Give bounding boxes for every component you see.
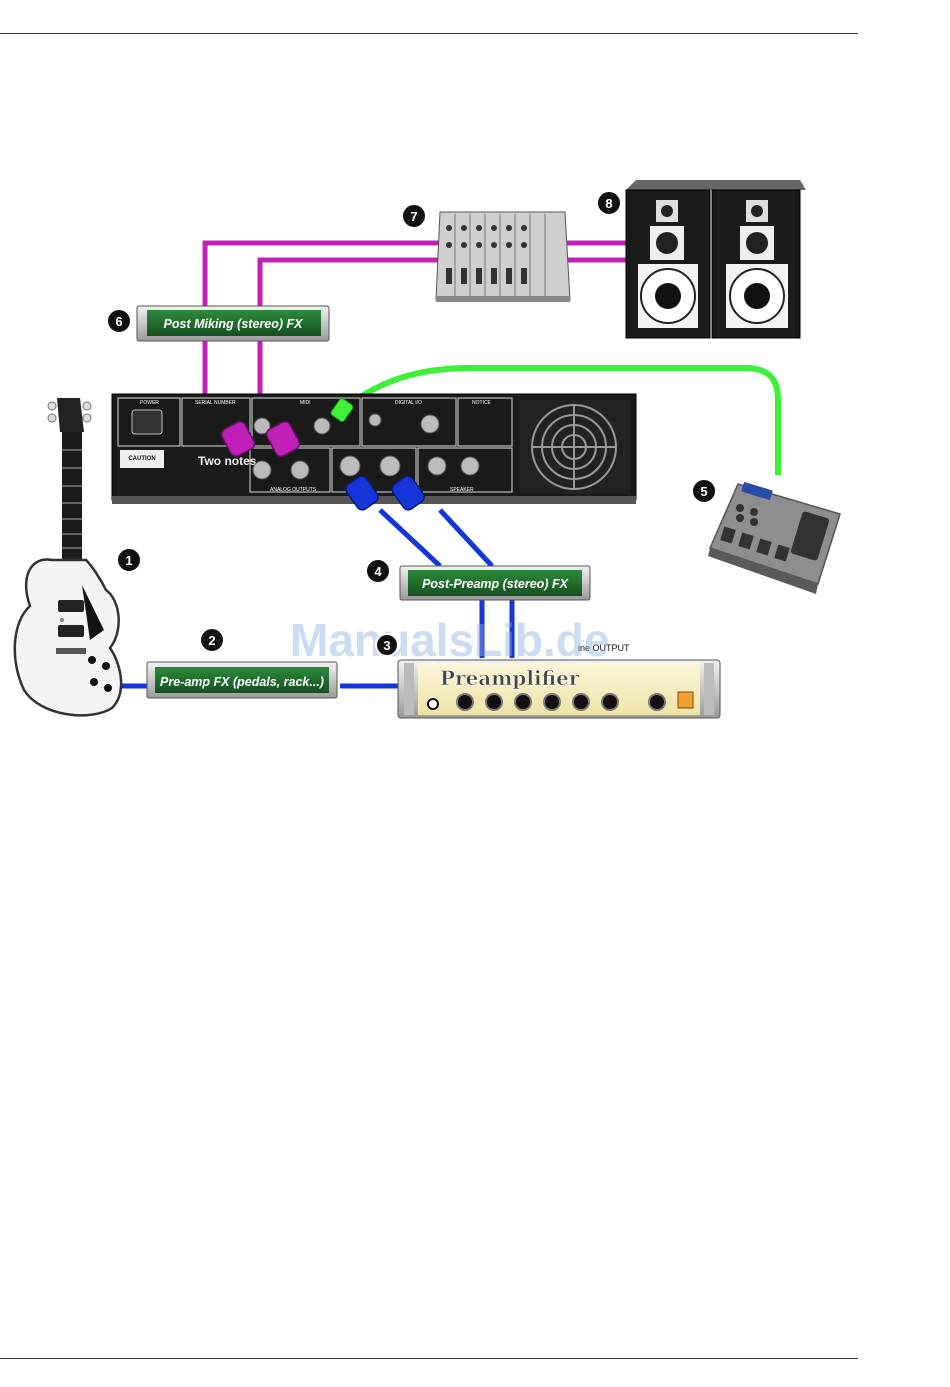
svg-text:5: 5 xyxy=(700,484,707,499)
mixer-icon xyxy=(436,212,570,302)
svg-text:2: 2 xyxy=(208,633,215,648)
post-preamp-fx-label: Post-Preamp (stereo) FX xyxy=(422,577,569,591)
post-miking-fx-label: Post Miking (stereo) FX xyxy=(164,317,304,331)
post-preamp-fx-box: Post-Preamp (stereo) FX xyxy=(400,566,590,600)
callout-5: 5 xyxy=(692,479,716,503)
callout-4: 4 xyxy=(366,559,390,583)
section-analog-outputs: ANALOG OUTPUTS xyxy=(270,487,317,493)
callout-6: 6 xyxy=(107,309,131,333)
pre-amp-fx-label: Pre-amp FX (pedals, rack...) xyxy=(160,675,324,689)
callout-7: 7 xyxy=(402,204,426,228)
preamplifier-title: Preamplifier xyxy=(440,666,580,690)
svg-text:7: 7 xyxy=(410,209,417,224)
callout-2: 2 xyxy=(200,628,224,652)
guitar-icon xyxy=(15,398,121,715)
watermark-text: ManualsLib.de xyxy=(290,614,609,666)
svg-text:6: 6 xyxy=(115,314,122,329)
brand-label: Two notes xyxy=(198,454,257,468)
caution-label: CAUTION xyxy=(128,456,155,462)
section-power: POWER xyxy=(140,400,159,406)
section-serial: SERIAL NUMBER xyxy=(195,400,236,406)
pre-amp-fx-box: Pre-amp FX (pedals, rack...) xyxy=(147,662,337,698)
footswitch-icon xyxy=(708,482,840,594)
callout-8: 8 xyxy=(597,191,621,215)
fan-icon xyxy=(520,400,630,494)
section-notice: NOTICE xyxy=(472,400,492,406)
section-speaker: SPEAKER xyxy=(450,487,474,493)
section-midi: MIDI xyxy=(300,400,311,406)
svg-text:8: 8 xyxy=(605,196,612,211)
section-digital-io: DIGITAL I/O xyxy=(395,400,422,406)
callout-3: 3 xyxy=(376,634,398,656)
post-miking-fx-box: Post Miking (stereo) FX xyxy=(137,306,329,341)
torpedo-rear-panel: POWER SERIAL NUMBER MIDI DIGITAL I/O NOT… xyxy=(112,394,636,512)
svg-text:1: 1 xyxy=(125,553,132,568)
svg-text:3: 3 xyxy=(383,638,390,653)
svg-text:4: 4 xyxy=(374,564,382,579)
speaker-icon xyxy=(626,180,806,338)
callout-1: 1 xyxy=(117,548,141,572)
